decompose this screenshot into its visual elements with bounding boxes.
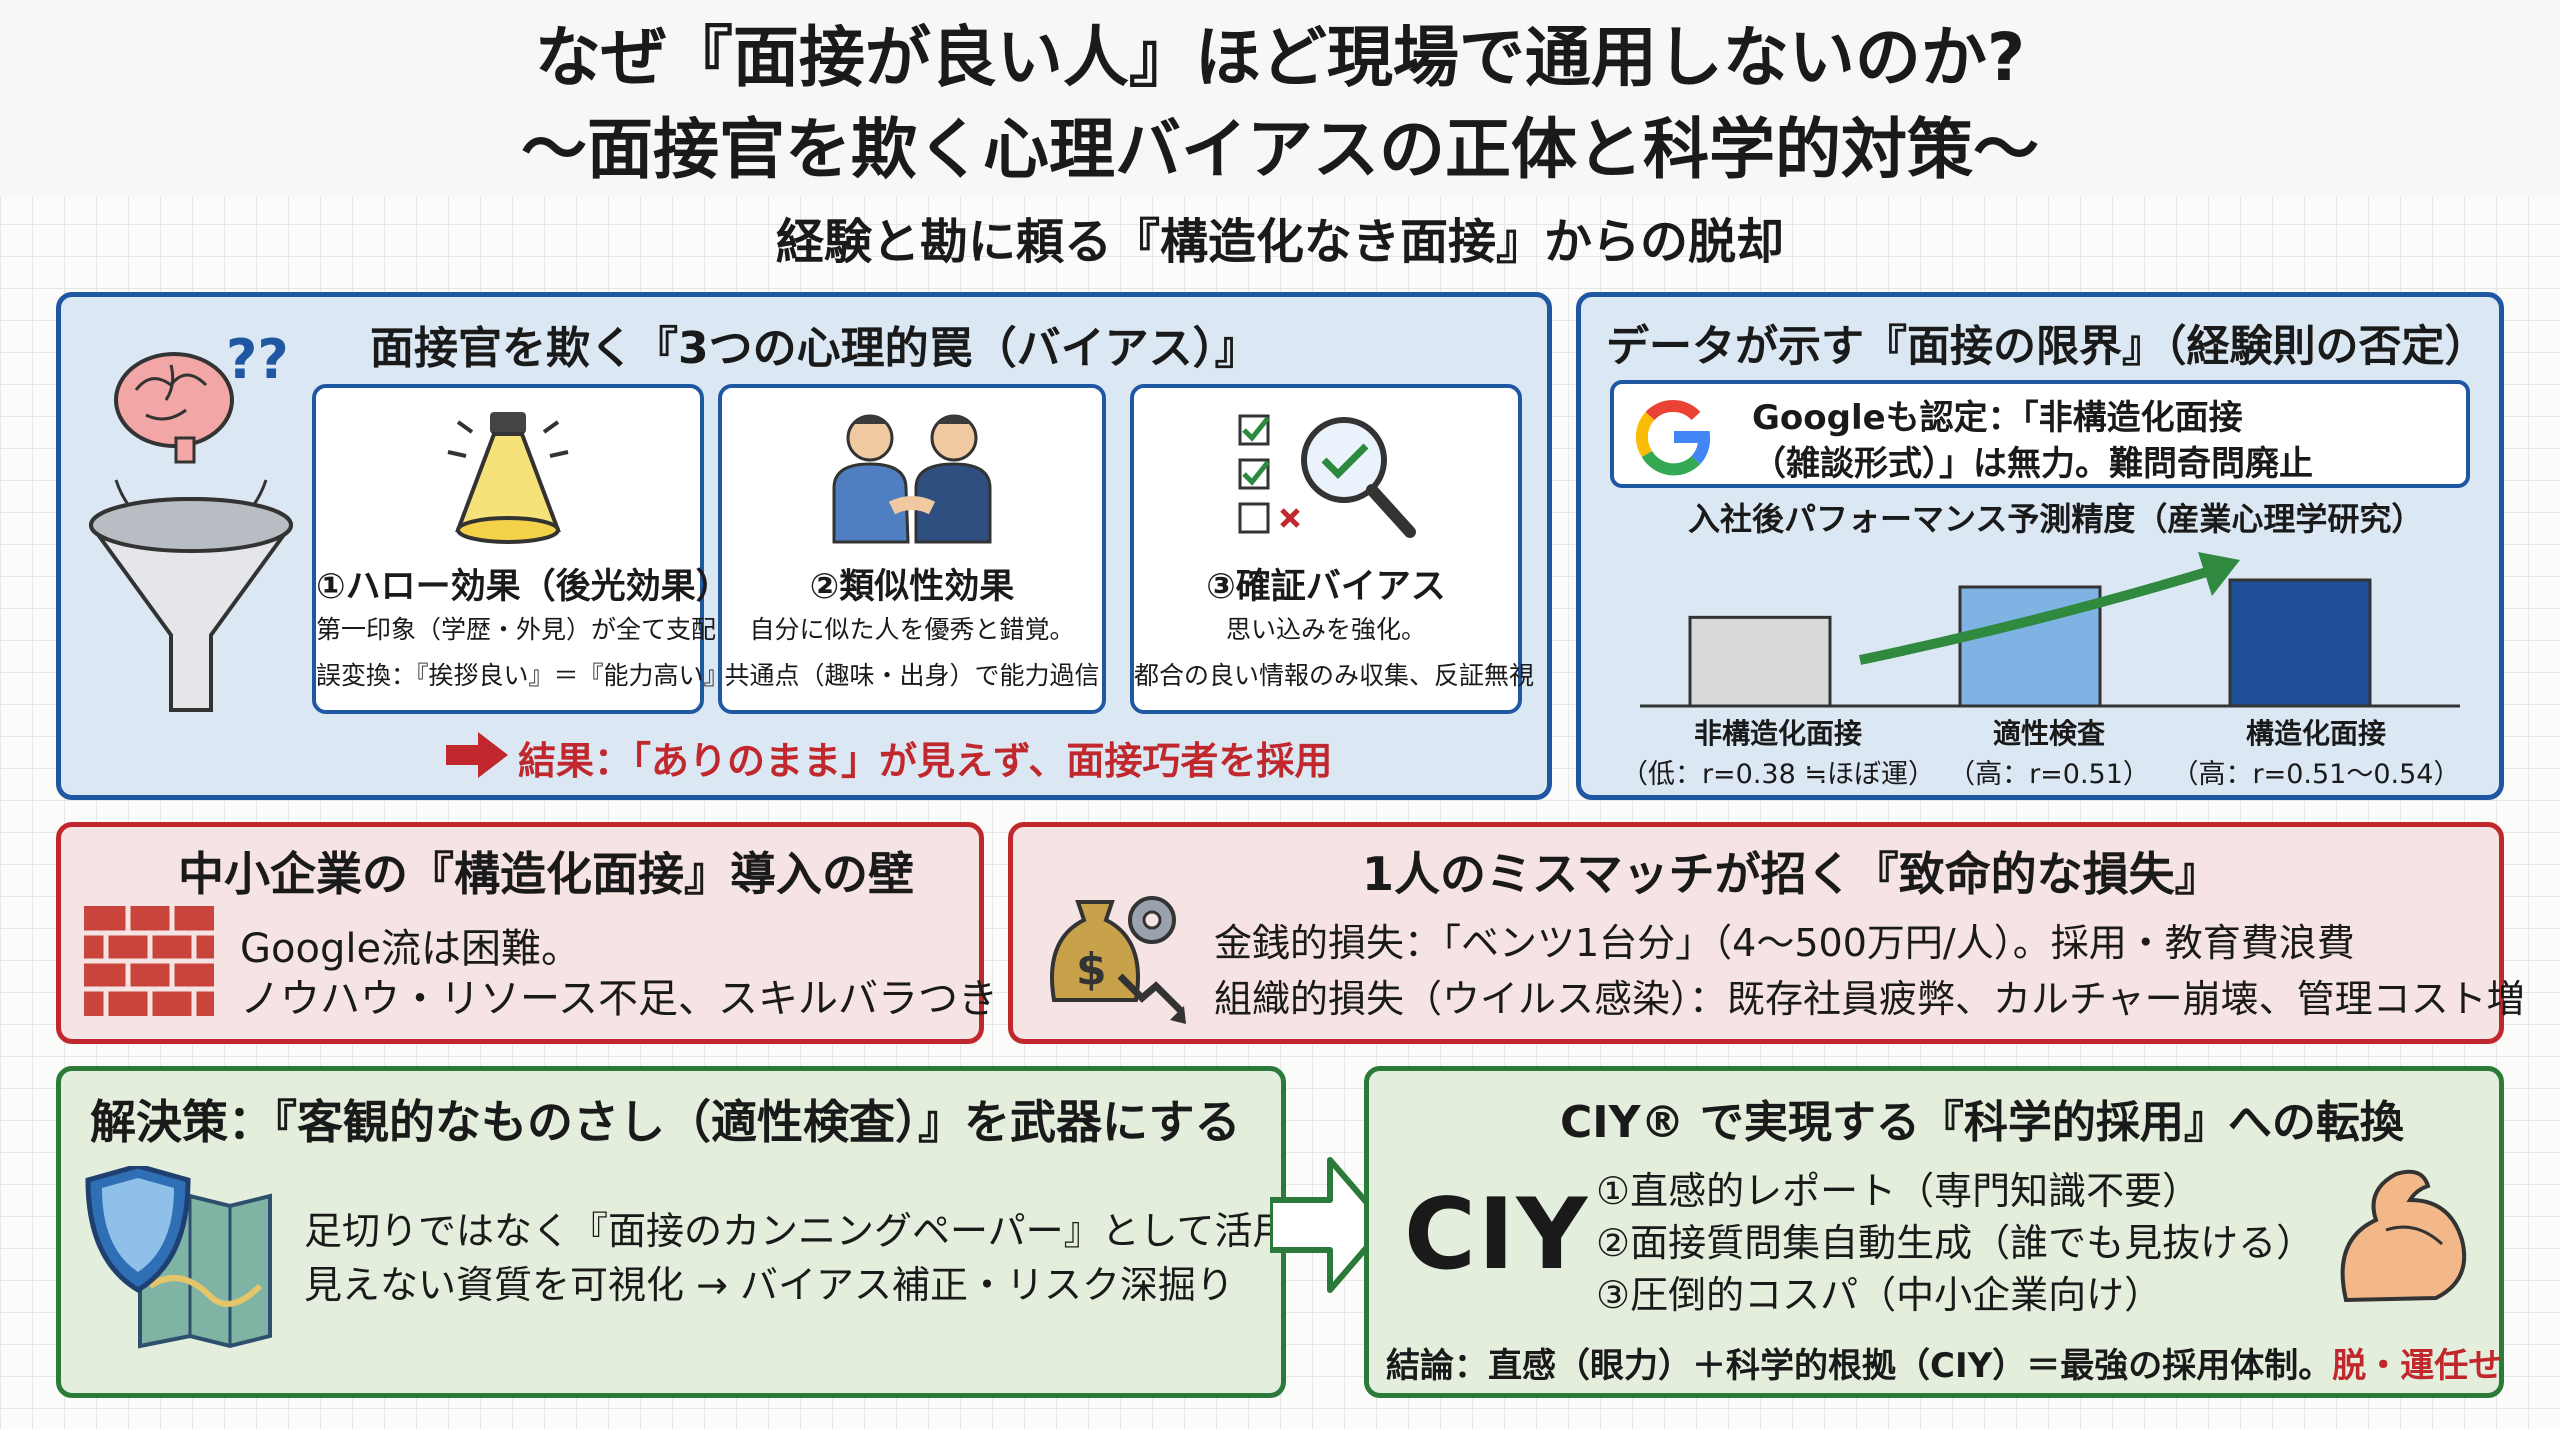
loss-panel-heading: 1人のミスマッチが招く『致命的な損失』 xyxy=(1362,847,2221,901)
value-label-structured: （高：r=0.51〜0.54） xyxy=(2171,759,2461,790)
solution-panel xyxy=(56,1066,1286,1398)
svg-text:$: $ xyxy=(1076,944,1107,995)
ciy-panel-heading: CIY® で実現する『科学的採用』への転換 xyxy=(1560,1097,2404,1148)
bias-card-halo: ①ハロー効果（後光効果） 第一印象（学歴・外見）が全て支配 誤変換：『挨拶良い』… xyxy=(312,384,731,714)
google-callout-line2: （雑談形式）」は無力。難問奇問廃止 xyxy=(1752,444,2313,484)
confirmation-bias-line1: 思い込みを強化。 xyxy=(1225,615,1426,644)
halo-effect-line1: 第一印象（学歴・外見）が全て支配 xyxy=(316,615,717,644)
bar-structured xyxy=(2228,578,2372,708)
solution-line1: 足切りではなく『面接のカンニングペーパー』として活用。 xyxy=(304,1209,1329,1253)
value-label-aptitude: （高：r=0.51） xyxy=(1948,759,2150,790)
flexed-arm-icon xyxy=(2340,1169,2467,1303)
loss-line1: 金銭的損失：「ベンツ1台分」（4〜500万円/人）。採用・教育費浪費 xyxy=(1214,921,2355,965)
x-label-unstructured: 非構造化面接 xyxy=(1693,717,1862,750)
bias-panel-heading: 面接官を欺く『3つの心理的罠（バイアス）』 xyxy=(370,323,1259,374)
sme-line2: ノウハウ・リソース不足、スキルバラつき xyxy=(240,976,998,1022)
ciy-conclusion-text: 結論：直感（眼力）＋科学的根拠（CIY）＝最強の採用体制。 xyxy=(1386,1346,2333,1386)
confirmation-bias-title: ③確証バイアス xyxy=(1206,567,1446,607)
solution-panel-heading: 解決策：『客観的なものさし（適性検査）』を武器にする xyxy=(90,1095,1241,1149)
google-callout-line1: Googleも認定：「非構造化面接 xyxy=(1752,398,2243,438)
similarity-effect-line1: 自分に似た人を優秀と錯覚。 xyxy=(749,615,1075,644)
value-label-unstructured: （低：r=0.38 ≒ほぼ運） xyxy=(1620,759,1936,790)
data-panel-heading: データが示す『面接の限界』（経験則の否定） xyxy=(1606,322,2488,372)
trend-arrow-head xyxy=(2198,552,2240,596)
main-title-line2: 〜面接官を欺く心理バイアスの正体と科学的対策〜 xyxy=(521,111,2039,188)
result-arrow-icon xyxy=(446,732,508,778)
solution-line2: 見えない資質を可視化 → バイアス補正・リスク深掘り xyxy=(304,1263,1235,1307)
transition-arrow-icon xyxy=(1270,1157,1389,1293)
handshake-icon xyxy=(832,414,992,544)
shield-map-icon xyxy=(85,1166,272,1349)
halo-effect-title: ①ハロー効果（後光効果） xyxy=(316,567,731,607)
title-band xyxy=(0,0,2560,196)
ciy-conclusion: 結論：直感（眼力）＋科学的根拠（CIY）＝最強の採用体制。脱・運任せ xyxy=(1386,1338,2502,1387)
x-label-aptitude: 適性検査 xyxy=(1992,717,2105,750)
bias-card-confirmation: ③確証バイアス 思い込みを強化。 都合の良い情報のみ収集、反証無視 xyxy=(1130,384,1535,714)
loss-line2: 組織的損失（ウイルス感染）：既存社員疲弊、カルチャー崩壊、管理コスト増 xyxy=(1214,977,2525,1021)
bias-result-text: 結果：「ありのまま」が見えず、面接巧者を採用 xyxy=(518,739,1333,783)
brick-wall-icon xyxy=(84,906,214,1016)
halo-effect-line2: 誤変換：『挨拶良い』＝『能力高い』 xyxy=(316,661,729,690)
ciy-item-3: ③圧倒的コスパ（中小企業向け） xyxy=(1596,1273,2163,1317)
ciy-item-2: ②面接質問集自動生成（誰でも見抜ける） xyxy=(1596,1221,2315,1265)
checklist-magnifier-icon xyxy=(1238,414,1416,538)
confirmation-bias-line2: 都合の良い情報のみ収集、反証無視 xyxy=(1134,661,1535,690)
chart-title: 入社後パフォーマンス予測精度（産業心理学研究） xyxy=(1688,500,2424,538)
prediction-accuracy-chart xyxy=(1640,552,2460,708)
sme-line1: Google流は困難。 xyxy=(240,926,582,972)
main-title-line1: なぜ『面接が良い人』ほど現場で通用しないのか? xyxy=(534,19,2026,96)
bias-card-similarity: ②類似性効果 自分に似た人を優秀と錯覚。 共通点（趣味・出身）で能力過信 xyxy=(718,384,1106,714)
ciy-item-1: ①直感的レポート（専門知識不要） xyxy=(1596,1169,2201,1213)
sme-panel-heading: 中小企業の『構造化面接』導入の壁 xyxy=(178,847,914,901)
ciy-panel xyxy=(1364,1066,2504,1398)
x-label-structured: 構造化面接 xyxy=(2245,717,2386,750)
bar-unstructured xyxy=(1688,615,1832,708)
google-logo-icon xyxy=(1635,399,1711,476)
google-callout: Googleも認定：「非構造化面接 （雑談形式）」は無力。難問奇問廃止 xyxy=(1610,380,2470,488)
svg-text:??: ?? xyxy=(226,328,289,391)
brain-funnel-icon: ?? xyxy=(89,328,293,712)
spotlight-icon xyxy=(447,412,569,544)
ciy-logo: CIY xyxy=(1404,1178,1590,1292)
trend-arrow-shaft xyxy=(1858,563,2222,665)
similarity-effect-title: ②類似性効果 xyxy=(809,567,1015,607)
loss-panel xyxy=(1008,822,2504,1044)
data-panel xyxy=(1576,292,2504,800)
ciy-conclusion-accent: 脱・運任せ xyxy=(2332,1346,2503,1386)
money-loss-icon: $ xyxy=(1050,896,1186,1024)
section-subtitle: 経験と勘に頼る『構造化なき面接』からの脱却 xyxy=(775,214,1784,270)
similarity-effect-line2: 共通点（趣味・出身）で能力過信 xyxy=(724,661,1100,690)
